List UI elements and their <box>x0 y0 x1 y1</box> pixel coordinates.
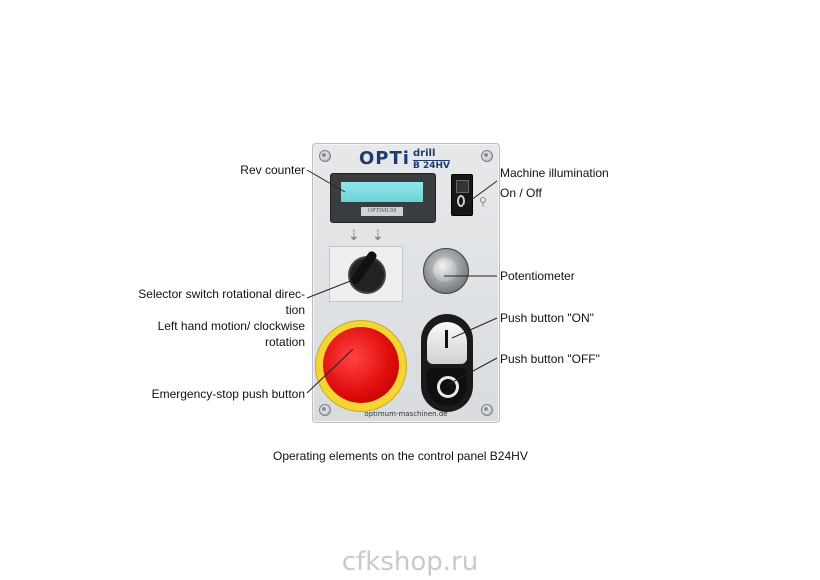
leader-emergency <box>306 348 354 394</box>
label-selector-1: Selector switch rotational direc- <box>138 287 305 301</box>
screw-bottom-right <box>481 404 493 416</box>
label-illumination-1: Machine illumination <box>500 166 609 180</box>
rev-counter: OPTIMUM <box>330 173 436 223</box>
on-off-button-group <box>421 314 473 412</box>
rev-counter-display <box>341 182 423 202</box>
screw-top-left <box>319 150 331 162</box>
leader-push-off <box>448 357 498 385</box>
lamp-icon: ⚲ <box>479 196 488 208</box>
arrow-left-icon: ⇣ <box>348 227 360 243</box>
panel-url: optimum-maschinen.de <box>364 410 448 418</box>
label-selector-4: rotation <box>264 335 305 349</box>
watermark: cfkshop.ru <box>341 547 479 577</box>
leader-selector <box>306 279 354 299</box>
illumination-switch[interactable] <box>451 174 473 216</box>
leader-rev-counter <box>306 169 346 193</box>
control-panel: OPTi drill B 24HV OPTIMUM ⚲ ⇣ ⇣ optimum-… <box>312 143 500 423</box>
arrow-right-icon: ⇣ <box>372 227 384 243</box>
brand-name: OPTi <box>359 148 410 169</box>
label-potentiometer: Potentiometer <box>500 269 575 283</box>
label-selector-3: Left hand motion/ clockwise <box>157 319 305 333</box>
off-button[interactable] <box>427 368 467 406</box>
rev-counter-plate: OPTIMUM <box>361 207 403 216</box>
label-push-on: Push button "ON" <box>500 311 594 325</box>
on-symbol-icon <box>445 330 448 348</box>
label-rev-counter: Rev counter <box>240 163 305 177</box>
label-emergency: Emergency-stop push button <box>151 387 305 401</box>
off-symbol-icon <box>437 376 459 398</box>
label-push-off: Push button "OFF" <box>500 352 600 366</box>
figure-caption: Operating elements on the control panel … <box>273 449 528 463</box>
on-button[interactable] <box>427 322 467 364</box>
label-selector-2: tion <box>285 303 305 317</box>
emergency-stop-button[interactable] <box>315 320 407 412</box>
brand-logo: OPTi drill B 24HV <box>359 148 469 172</box>
leader-push-on <box>451 317 498 339</box>
potentiometer[interactable] <box>423 248 469 294</box>
screw-bottom-left <box>319 404 331 416</box>
leader-illumination <box>462 180 498 207</box>
model-name: B 24HV <box>413 160 451 171</box>
label-illumination-2: On / Off <box>500 186 542 200</box>
screw-top-right <box>481 150 493 162</box>
brand-subname: drill <box>413 148 436 159</box>
selector-switch[interactable]: ⇣ ⇣ <box>329 227 403 302</box>
potentiometer-knob[interactable] <box>433 258 457 282</box>
